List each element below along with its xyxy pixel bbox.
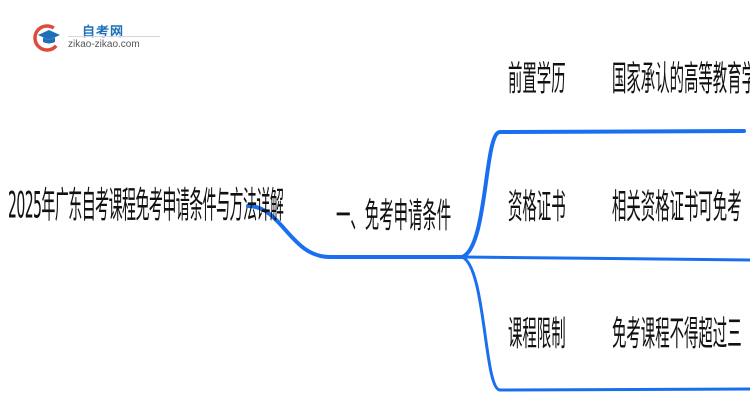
logo-divider xyxy=(68,36,160,37)
root-to-branch-connector xyxy=(246,204,464,259)
branch-to-leaf-1-connector xyxy=(460,129,746,259)
leaf-label-2: 资格证书 xyxy=(508,186,566,228)
logo: 自考网 zikao-zikao.com xyxy=(32,20,160,56)
root-node-label: 2025年广东自考课程免考申请条件与方法详解 xyxy=(8,184,284,227)
branch-to-leaf-3-connector xyxy=(460,255,750,392)
leaf-detail-2: 相关资格证书可免考 xyxy=(612,186,742,228)
leaf-label-1: 前置学历 xyxy=(508,58,566,100)
leaf-label-3: 课程限制 xyxy=(508,313,566,355)
branch-node-label: 一、免考申请条件 xyxy=(336,195,452,237)
graduation-cap-icon xyxy=(33,24,61,52)
leaf-detail-3: 免考课程不得超过三 xyxy=(612,313,742,355)
logo-subtitle: zikao-zikao.com xyxy=(68,39,140,50)
branch-to-leaf-2-connector xyxy=(460,255,750,262)
leaf-detail-1: 国家承认的高等教育学历 xyxy=(612,58,750,100)
